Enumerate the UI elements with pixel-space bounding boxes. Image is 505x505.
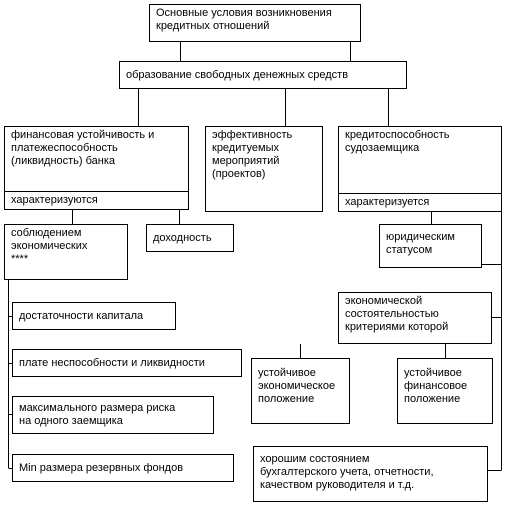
effect-box: эффективность кредитуемых мероприятий (п… xyxy=(205,126,323,212)
level1-label: образование свободных денежных средств xyxy=(126,69,349,81)
bank-label: финансовая устойчивость и платежеспособн… xyxy=(11,129,155,167)
capital-label: достаточности капитала xyxy=(19,310,144,322)
credit-box: кредитоспособность судозаемщика характер… xyxy=(338,126,502,212)
liquidity-label: плате неспособности и ликвидности xyxy=(19,357,205,369)
bank-sub-label: характеризуются xyxy=(5,191,188,209)
level1-box: образование свободных денежных средств xyxy=(119,61,407,89)
reserve-label: Min размера резервных фондов xyxy=(19,462,184,474)
liquidity-box: плате неспособности и ликвидности xyxy=(12,349,242,377)
econstate-box: экономической состоятельностью критериям… xyxy=(338,292,492,344)
risk-label: максимального размера риска на одного за… xyxy=(19,402,176,427)
accounting-box: хорошим состоянием бухгалтерского учета,… xyxy=(253,446,488,502)
effect-label: эффективность кредитуемых мероприятий (п… xyxy=(212,129,293,180)
root-box: Основные условия возникновения кредитных… xyxy=(149,4,361,42)
capital-box: достаточности капитала xyxy=(12,302,176,330)
root-label: Основные условия возникновения кредитных… xyxy=(156,7,332,32)
income-label: доходность xyxy=(153,232,212,244)
econstate-label: экономической состоятельностью критериям… xyxy=(345,295,449,333)
credit-label: кредитоспособность судозаемщика xyxy=(345,129,450,154)
accounting-label: хорошим состоянием бухгалтерского учета,… xyxy=(260,453,434,491)
legal-box: юридическим статусом xyxy=(379,224,482,268)
stable-fin-box: устойчивое финансовое положение xyxy=(397,358,493,424)
stable-econ-label: устойчивое экономическое положение xyxy=(258,367,336,405)
credit-sub-label: характеризуется xyxy=(339,193,501,211)
stable-fin-label: устойчивое финансовое положение xyxy=(404,367,468,405)
risk-box: максимального размера риска на одного за… xyxy=(12,396,214,434)
comply-box: соблюдением экономических **** xyxy=(4,224,128,280)
legal-label: юридическим статусом xyxy=(386,231,455,256)
reserve-box: Min размера резервных фондов xyxy=(12,454,234,482)
stable-econ-box: устойчивое экономическое положение xyxy=(251,358,350,424)
bank-box: финансовая устойчивость и платежеспособн… xyxy=(4,126,189,210)
income-box: доходность xyxy=(146,224,234,252)
comply-label: соблюдением экономических **** xyxy=(11,227,88,265)
